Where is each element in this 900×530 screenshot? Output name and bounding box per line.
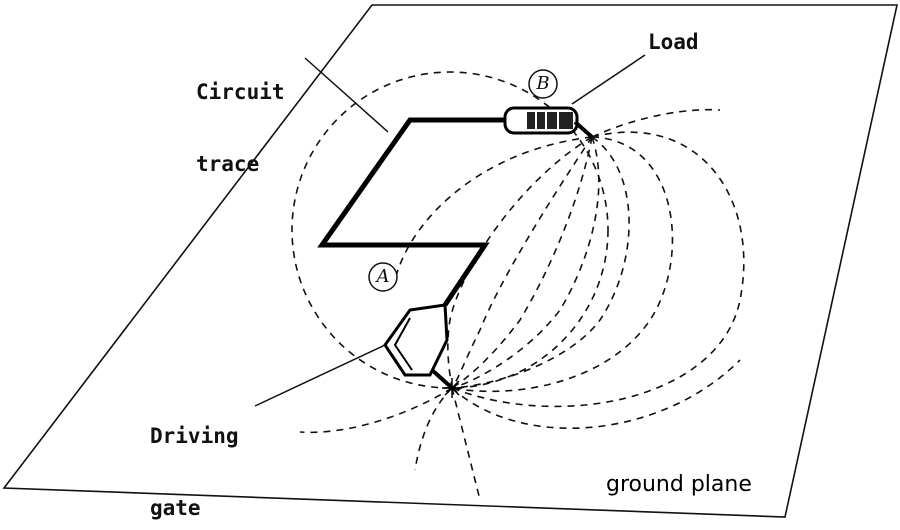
ground-plane	[2, 4, 898, 518]
point-a-marker	[368, 262, 398, 292]
circuit-trace-label-line1: Circuit	[196, 80, 285, 104]
ground-plane-label: ground plane	[606, 472, 752, 497]
driving-gate-label: Driving gate	[150, 376, 239, 530]
load-label: Load	[648, 30, 699, 54]
leader-lines	[254, 54, 646, 407]
ground-star-icon	[442, 378, 462, 398]
load-resistor	[503, 106, 594, 139]
circuit-trace	[317, 117, 505, 307]
point-b-label: B	[536, 73, 550, 94]
point-b-marker	[528, 69, 558, 99]
driving-gate-label-line2: gate	[150, 496, 201, 520]
point-a-label: A	[376, 266, 390, 287]
driving-gate	[383, 303, 454, 390]
driving-gate-label-line1: Driving	[150, 424, 239, 448]
field-lines	[291, 71, 745, 501]
circuit-trace-label-line2: trace	[196, 152, 260, 176]
circuit-trace-label: Circuit trace	[196, 32, 285, 200]
